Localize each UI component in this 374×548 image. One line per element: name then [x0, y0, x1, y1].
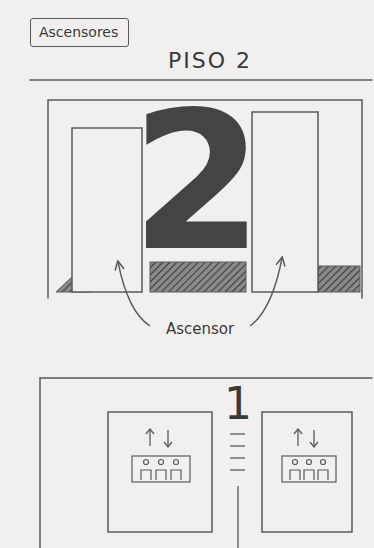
- call-panel: [230, 434, 245, 548]
- up-down-arrows: [149, 430, 150, 446]
- passenger-icon: [307, 460, 312, 465]
- up-down-arrows: [313, 430, 314, 446]
- passenger-icon: [144, 460, 149, 465]
- floor-one-frame: [40, 378, 372, 548]
- passenger-icon: [132, 456, 190, 482]
- elevator-door: [262, 412, 352, 532]
- call-panel: [237, 486, 238, 548]
- tab-label: Ascensores: [39, 24, 118, 40]
- call-panel: [230, 433, 245, 434]
- call-panel: [230, 457, 245, 458]
- passenger-icon: [321, 460, 326, 465]
- up-down-arrows: [167, 430, 168, 446]
- floor-numeral: 1: [224, 382, 252, 426]
- shaded-floor-marks: [318, 266, 360, 292]
- passenger-icon: [293, 460, 298, 465]
- tab-box: Ascensores: [30, 18, 129, 47]
- call-panel: [230, 445, 245, 446]
- floor-two-frame: [30, 79, 372, 81]
- call-panel: [230, 469, 245, 470]
- passenger-icon: [132, 456, 336, 482]
- passenger-icon: [159, 460, 164, 465]
- up-down-arrows: [164, 442, 172, 447]
- up-down-arrows: [294, 429, 302, 434]
- floor-numeral: 2: [131, 88, 263, 278]
- floor-two-frame: [30, 80, 372, 298]
- passenger-icon: [282, 456, 336, 482]
- floor-heading: PISO 2: [168, 50, 252, 72]
- up-down-arrows: [146, 429, 318, 447]
- up-down-arrows: [310, 442, 318, 447]
- up-down-arrows: [146, 429, 154, 434]
- door-label: Ascensor: [166, 322, 234, 337]
- elevator-door: [108, 412, 352, 532]
- passenger-icon: [290, 470, 328, 480]
- elevator-door: [108, 412, 212, 532]
- floor-one-frame: [40, 378, 372, 548]
- passenger-icon: [174, 460, 179, 465]
- up-down-arrows: [297, 430, 298, 446]
- passenger-icon: [141, 470, 181, 480]
